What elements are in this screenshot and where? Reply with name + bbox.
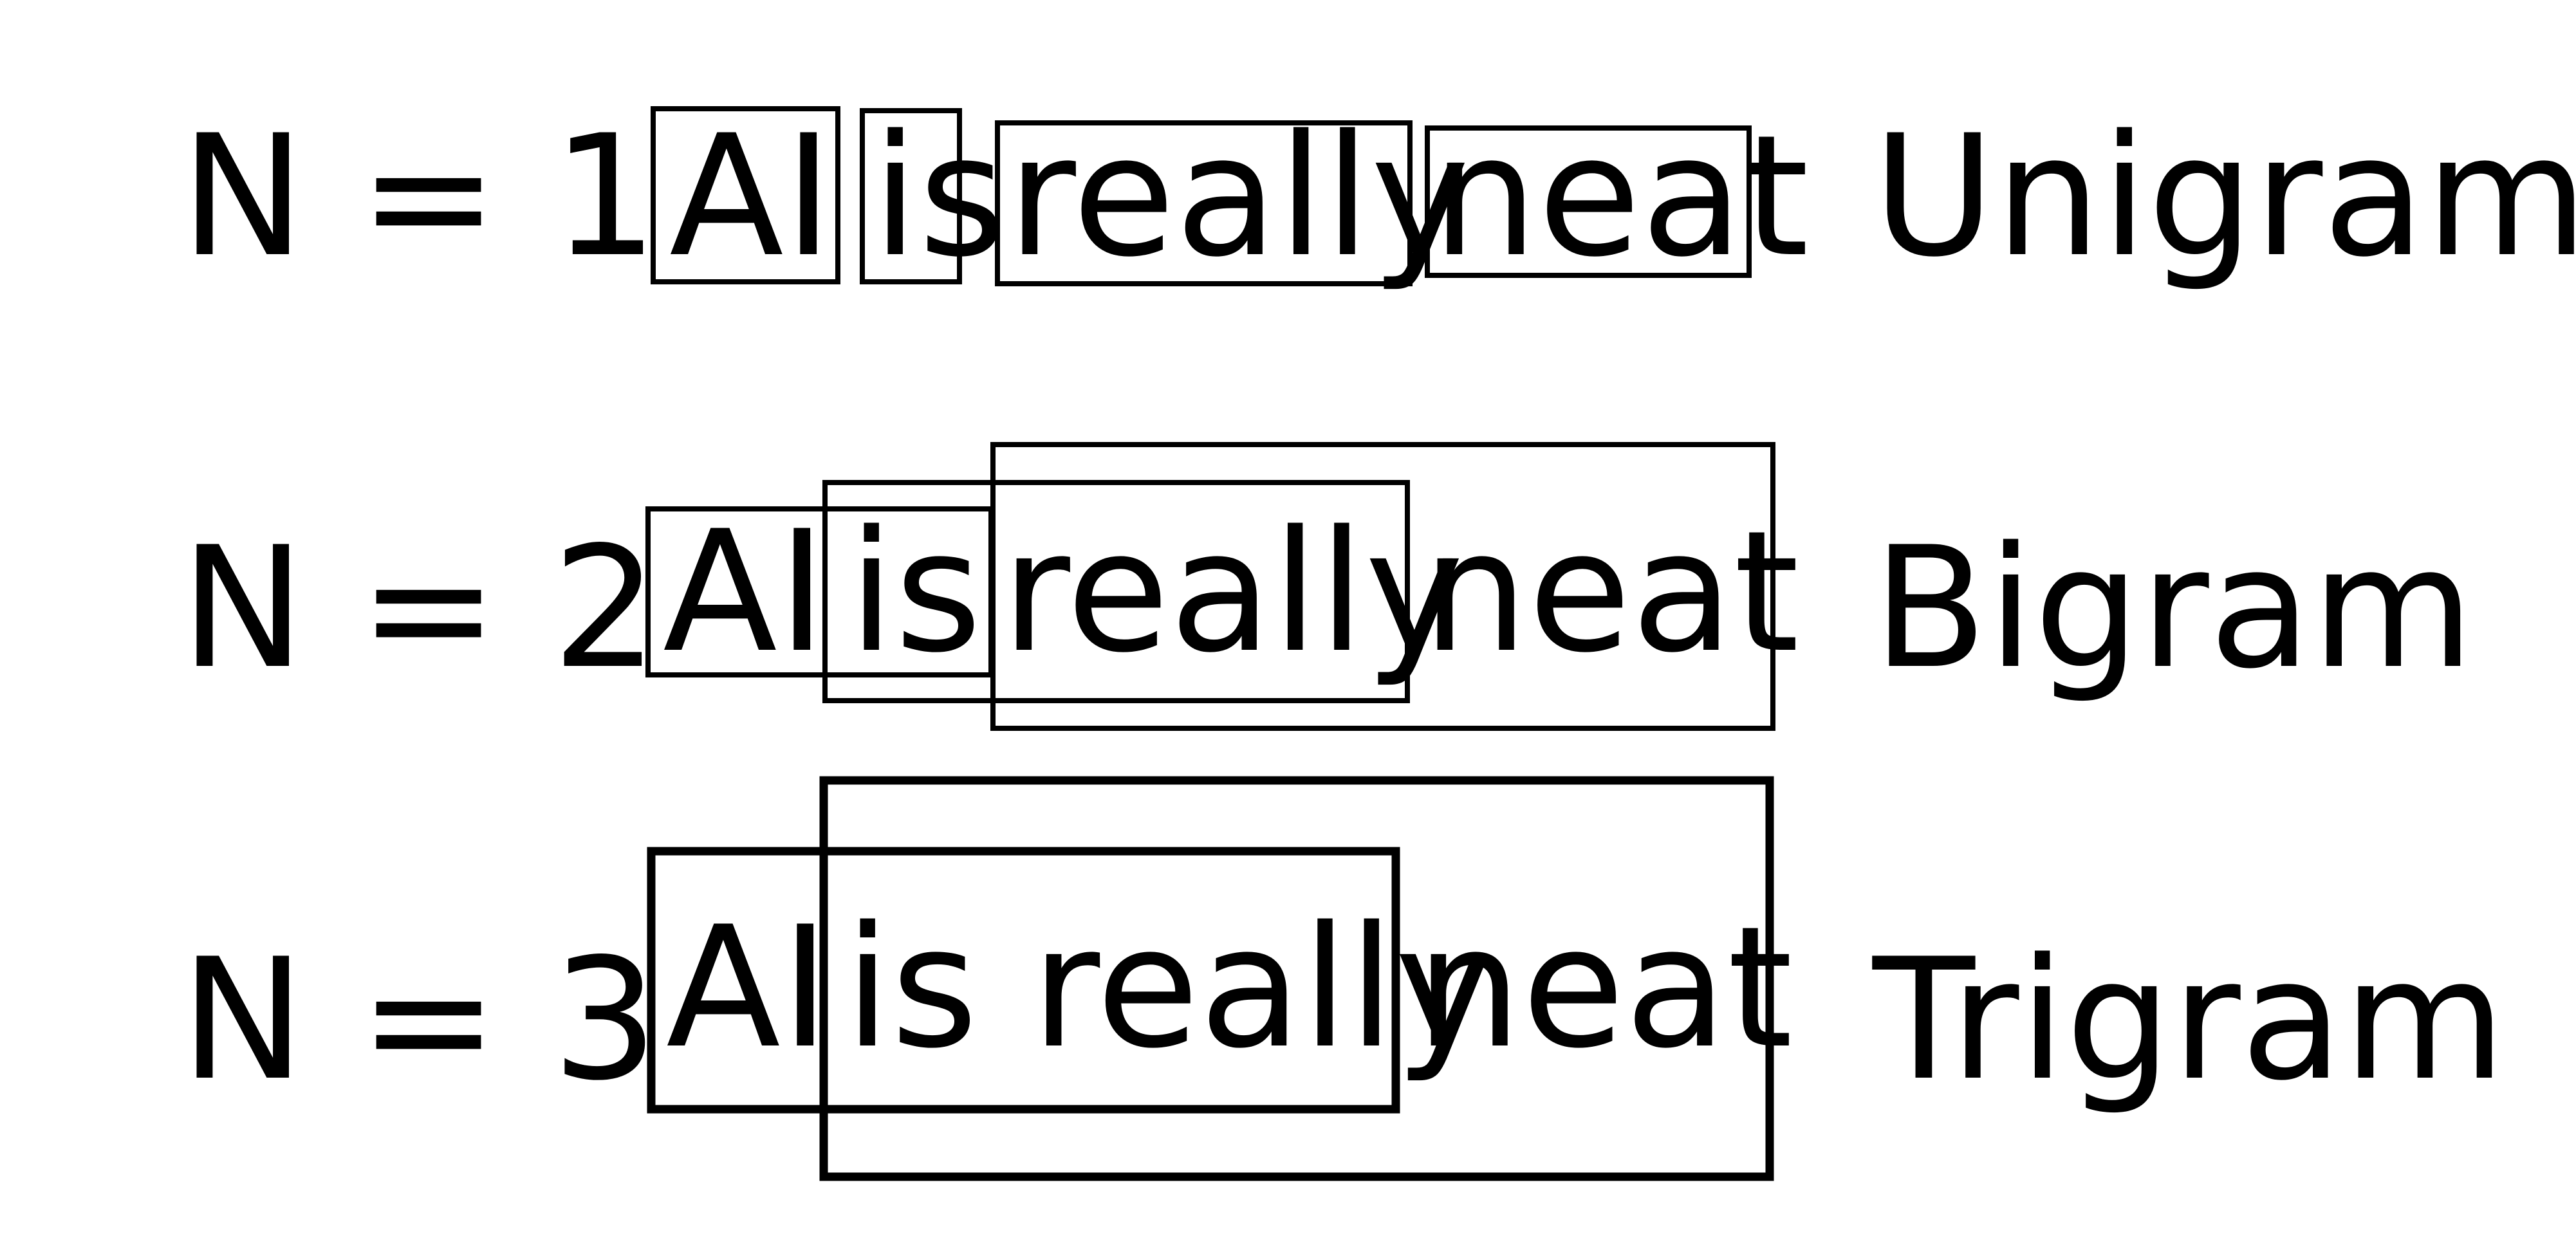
word-ai: AI	[663, 495, 827, 690]
ngram-name: Bigram	[1873, 511, 2474, 706]
word-is: is	[872, 100, 1006, 294]
word-ai: AI	[666, 891, 830, 1085]
ngram-name: Unigram	[1873, 100, 2576, 294]
row-unigram: N = 1 AI is really neat Unigram	[180, 100, 2576, 294]
word-really: really	[1001, 495, 1464, 690]
word-neat: neat	[1416, 891, 1793, 1085]
n-label: N = 2	[180, 511, 658, 706]
row-trigram: N = 3 AI is really neat Trigram	[180, 776, 2506, 1181]
n-label: N = 1	[180, 100, 658, 294]
ngram-name: Trigram	[1870, 923, 2506, 1118]
trigram-box-is-really-neat	[819, 776, 1774, 1181]
bigram-box-really-neat	[990, 442, 1775, 731]
word-is-really: is really	[844, 891, 1494, 1085]
n-label: N = 3	[180, 923, 658, 1118]
trigram-box-ai-is-really	[647, 847, 1400, 1114]
word-neat: neat	[1422, 495, 1799, 690]
token-box-ai	[651, 106, 840, 284]
row-bigram: N = 2 AI is really neat Bigram	[180, 442, 2474, 731]
token-box-is	[860, 108, 962, 284]
word-neat: neat	[1432, 100, 1809, 294]
token-box-neat	[1425, 125, 1752, 278]
word-is: is	[848, 495, 982, 690]
bigram-box-is-really	[822, 480, 1410, 703]
word-ai: AI	[669, 100, 833, 294]
word-really: really	[1007, 100, 1470, 294]
token-box-really	[995, 120, 1413, 286]
